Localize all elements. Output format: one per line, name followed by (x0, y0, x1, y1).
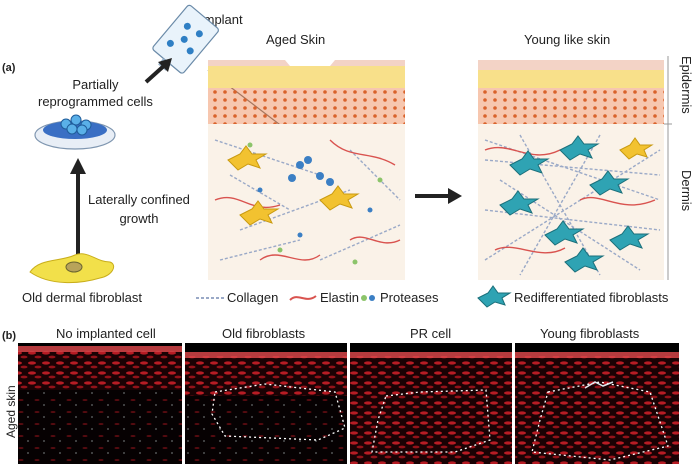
laterally-confined-label: Laterally confined growth (88, 190, 190, 228)
old-dermal-fibroblast-label: Old dermal fibroblast (22, 290, 142, 305)
petri-dish-icon (34, 114, 116, 150)
aged-skin-illustration (208, 60, 405, 280)
implant-region-outline (371, 389, 491, 453)
legend-redifferentiated: Redifferentiated fibroblasts (514, 290, 669, 305)
legend-glyphs (196, 285, 512, 308)
aged-skin-title: Aged Skin (266, 32, 326, 47)
old-fibroblast-icon (29, 253, 115, 284)
protease-blue-glyph (369, 295, 375, 301)
elastin-legend-glyph (289, 295, 317, 301)
microscopy-panel-4 (515, 343, 679, 464)
microscopy-panel-1 (18, 343, 182, 464)
panel-b-tag: (b) (2, 330, 17, 342)
protease-green-glyph (361, 295, 367, 301)
legend-proteases: Proteases (380, 290, 439, 305)
legend-elastin: Elastin (320, 290, 360, 305)
arrow-up-icon (70, 158, 86, 255)
panel-a-tag: (a) (2, 62, 16, 74)
partially-reprogrammed-line1: Partially (72, 77, 119, 92)
partially-reprogrammed-label: Partially reprogrammed cells (38, 76, 153, 110)
panel-title-no-implanted: No implanted cell (56, 326, 156, 341)
redifferentiated-legend-glyph (477, 285, 512, 308)
laterally-confined-line1: Laterally confined (88, 192, 190, 207)
microscopy-panel-3 (350, 343, 512, 464)
microscopy-panel-2 (185, 343, 347, 464)
arrow-right-icon (415, 188, 462, 204)
panel-title-pr-cell: PR cell (410, 326, 452, 341)
legend-collagen: Collagen (227, 290, 279, 305)
panel-title-young-fibroblasts: Young fibroblasts (540, 326, 640, 341)
young-skin-illustration (478, 60, 664, 280)
young-skin-title: Young like skin (524, 32, 611, 47)
laterally-confined-line2: growth (119, 211, 159, 226)
arrow-to-syringe-icon (144, 58, 172, 84)
partially-reprogrammed-line2: reprogrammed cells (38, 94, 153, 109)
panel-title-old-fibroblasts: Old fibroblasts (222, 326, 306, 341)
